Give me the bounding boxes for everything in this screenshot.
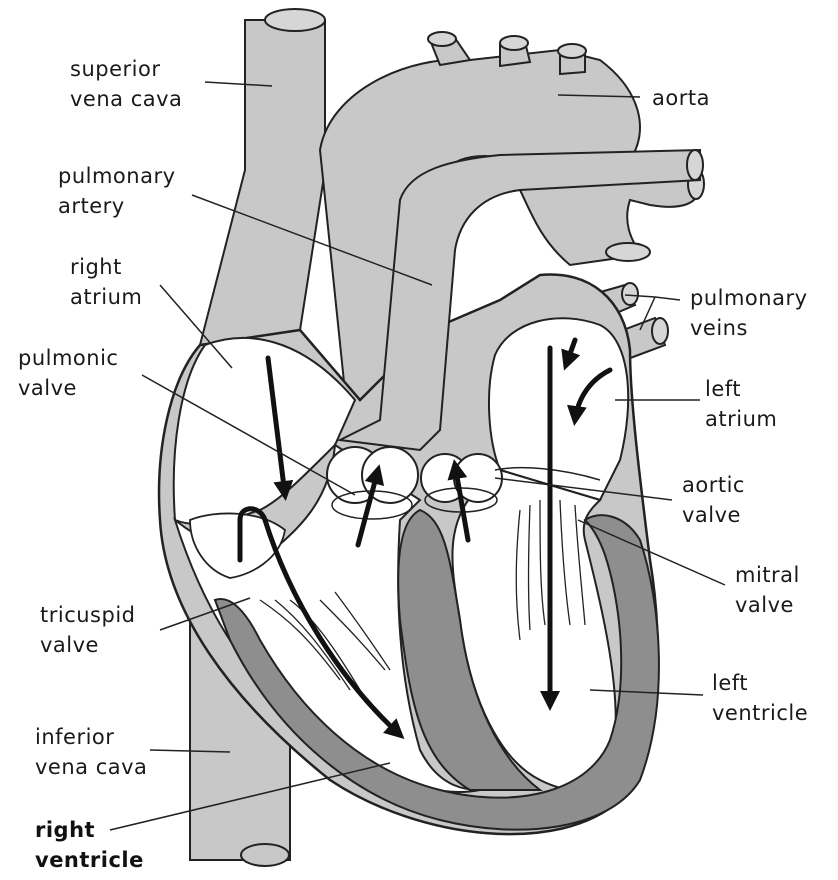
label-mitral-valve: mitral valve: [735, 560, 800, 620]
label-pulmonary-veins: pulmonary veins: [690, 283, 808, 343]
label-pulmonic-valve: pulmonic valve: [18, 343, 118, 403]
label-aorta: aorta: [652, 83, 710, 113]
label-inferior-vena-cava: inferior vena cava: [35, 722, 147, 782]
label-right-atrium: right atrium: [70, 252, 142, 312]
label-superior-vena-cava: superior vena cava: [70, 54, 182, 114]
superior-vena-cava-shape: [200, 9, 325, 345]
label-tricuspid-valve: tricuspid valve: [40, 600, 136, 660]
label-pulmonary-artery: pulmonary artery: [58, 161, 176, 221]
label-left-ventricle: left ventricle: [712, 668, 808, 728]
label-left-atrium: left atrium: [705, 374, 777, 434]
label-aortic-valve: aortic valve: [682, 470, 745, 530]
label-right-ventricle: right ventricle: [35, 815, 144, 875]
